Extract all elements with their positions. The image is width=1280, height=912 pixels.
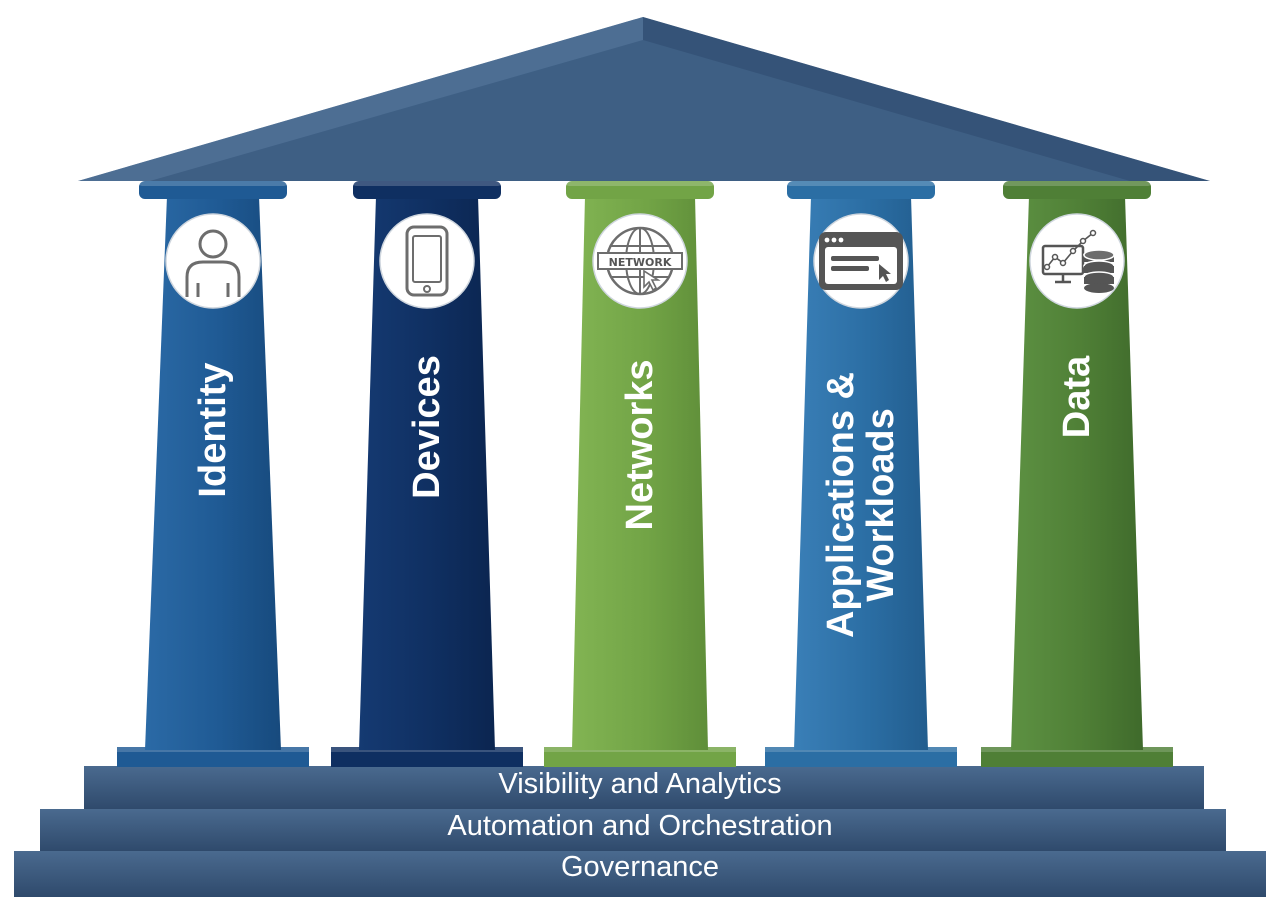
browser-window-icon xyxy=(819,232,903,290)
pillar-base xyxy=(981,747,1173,767)
pillar-icon-circle xyxy=(379,213,475,309)
pillar-label-text: Data xyxy=(1055,355,1098,439)
pillar-identity xyxy=(117,181,309,767)
pillar-label-line-1: Applications & xyxy=(820,371,862,639)
pillar-capital xyxy=(566,181,714,199)
foundation-steps xyxy=(14,766,1266,897)
smartphone-icon xyxy=(405,225,449,297)
pillar-capital-highlight xyxy=(1003,181,1151,186)
pillar-capital xyxy=(139,181,287,199)
pillar-shaft xyxy=(145,196,281,750)
pillar-capital-highlight xyxy=(787,181,935,186)
pillars: NETWORK xyxy=(117,181,1173,767)
step-governance xyxy=(14,851,1266,897)
pillar-label-text: Identity xyxy=(191,362,234,498)
pillar-data xyxy=(981,181,1173,767)
step-label-automation: Automation and Orchestration xyxy=(447,810,833,842)
pillar-label-networks: Networks xyxy=(610,235,670,655)
network-globe-icon: NETWORK xyxy=(597,226,683,296)
pillar-base xyxy=(544,747,736,767)
pillar-label-data: Data xyxy=(1047,187,1107,607)
step-visibility xyxy=(84,766,1204,809)
pillar-networks: NETWORK xyxy=(544,181,736,767)
pillar-label-line-2: Workloads xyxy=(860,408,902,602)
pillar-devices xyxy=(331,181,523,767)
network-label: NETWORK xyxy=(609,256,672,269)
pillar-label-applications: Applications & Workloads xyxy=(819,295,903,715)
pillar-base xyxy=(765,747,957,767)
pillar-capital-highlight xyxy=(566,181,714,186)
temple-roof xyxy=(78,17,1210,181)
pillar-shaft xyxy=(572,196,708,750)
pillar-shaft xyxy=(1011,196,1143,750)
step-label-visibility: Visibility and Analytics xyxy=(498,768,782,800)
pillar-label-text: Networks xyxy=(618,359,661,531)
pillar-base xyxy=(117,747,309,767)
pillar-shaft xyxy=(794,196,928,750)
user-icon xyxy=(185,229,241,297)
pillar-shaft xyxy=(359,196,495,750)
pillar-capital-highlight xyxy=(353,181,501,186)
pillar-capital-highlight xyxy=(139,181,287,186)
pillar-label-identity: Identity xyxy=(183,220,243,640)
step-label-governance: Governance xyxy=(561,851,719,883)
pillar-base xyxy=(331,747,523,767)
pillar-label-text: Devices xyxy=(405,355,448,499)
pillar-capital xyxy=(787,181,935,199)
pillar-capital xyxy=(1003,181,1151,199)
step-automation xyxy=(40,809,1226,851)
pillar-applications xyxy=(765,181,957,767)
pillar-label-devices: Devices xyxy=(397,217,457,637)
pillar-capital xyxy=(353,181,501,199)
database-chart-icon xyxy=(1041,229,1115,293)
